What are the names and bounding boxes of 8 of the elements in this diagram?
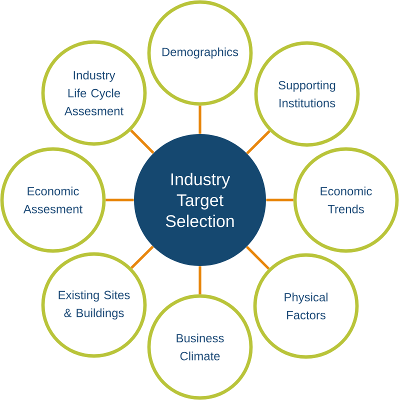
connector-line <box>130 246 154 269</box>
connector-line <box>266 198 294 202</box>
connector-line <box>130 130 154 154</box>
connector-line <box>246 130 270 154</box>
connector-line <box>246 246 270 270</box>
connector-line <box>106 198 134 202</box>
connector-line <box>198 266 202 294</box>
connector-line <box>198 106 202 134</box>
